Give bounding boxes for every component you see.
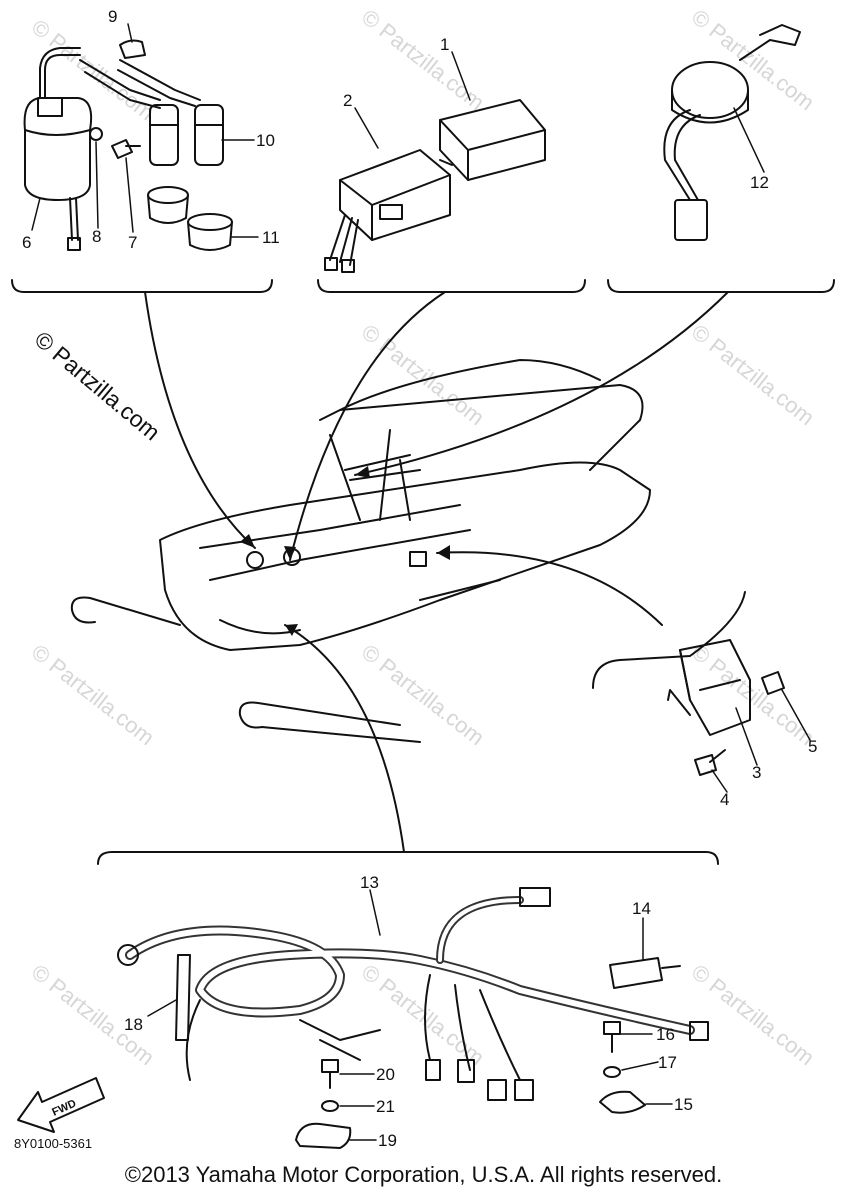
callout-1: 1 — [440, 35, 449, 54]
watermark-7: © Partzilla.com — [357, 639, 489, 750]
watermark-3: © Partzilla.com — [687, 4, 819, 115]
tie-part — [175, 954, 191, 1041]
bolt-20-part — [321, 1059, 339, 1089]
callout-2: 2 — [343, 91, 352, 110]
bracket-ignition-group — [11, 279, 273, 293]
callout-16: 16 — [656, 1025, 675, 1044]
nut-17-part — [603, 1066, 621, 1078]
callout-lines — [31, 23, 811, 1141]
callout-18: 18 — [124, 1015, 143, 1034]
callout-15: 15 — [674, 1095, 693, 1114]
copyright-notice: ©2013 Yamaha Motor Corporation, U.S.A. A… — [124, 1162, 723, 1187]
callout-7: 7 — [128, 233, 137, 252]
ignition-coil-part — [23, 47, 93, 251]
watermark-5: © Partzilla.com — [687, 319, 819, 430]
plug-cap-part — [79, 59, 224, 166]
callout-13: 13 — [360, 873, 379, 892]
bolt-part — [111, 139, 141, 159]
watermark-8: © Partzilla.com — [687, 639, 819, 750]
bracket-harness-group — [97, 851, 719, 865]
callout-4: 4 — [720, 790, 729, 809]
callout-9: 9 — [108, 7, 117, 26]
cdi-unit-part — [324, 99, 546, 273]
watermark-11: © Partzilla.com — [687, 959, 819, 1070]
regulator-part — [667, 639, 751, 736]
wire-harness-part — [117, 887, 709, 1101]
washer-part — [89, 127, 103, 141]
nut-21-part — [321, 1100, 339, 1112]
callout-6: 6 — [22, 233, 31, 252]
callout-12: 12 — [750, 173, 769, 192]
bracket-switch-group — [607, 279, 835, 293]
snowmobile-outline — [70, 359, 651, 743]
watermark-4: © Partzilla.com — [357, 319, 489, 430]
bolt-16-part — [603, 1021, 621, 1053]
callout-21: 21 — [376, 1097, 395, 1116]
leader-arrows — [144, 291, 729, 853]
callout-19: 19 — [378, 1131, 397, 1150]
sleeve-part — [609, 957, 681, 989]
callout-11: 11 — [262, 228, 280, 247]
callout-labels: 1 2 3 4 5 6 7 8 9 10 11 12 13 14 15 16 1… — [22, 7, 817, 1150]
clip-part — [119, 39, 146, 59]
side-watermark: © Partzilla.com — [30, 326, 165, 446]
callout-3: 3 — [752, 763, 761, 782]
forward-arrow-icon: FWD — [17, 1077, 105, 1133]
callout-5: 5 — [808, 737, 817, 756]
part-code: 8Y0100-5361 — [14, 1136, 92, 1151]
callout-20: 20 — [376, 1065, 395, 1084]
clamp-19-part — [295, 1122, 352, 1149]
callout-10: 10 — [256, 131, 275, 150]
main-switch-part — [663, 24, 801, 241]
watermarks: © Partzilla.com © Partzilla.com © Partzi… — [27, 4, 819, 1070]
callout-17: 17 — [658, 1053, 677, 1072]
nut-5-part — [761, 671, 785, 695]
bolt-4-part — [694, 749, 726, 776]
seal-cap-part — [147, 186, 233, 251]
callout-14: 14 — [632, 899, 651, 918]
clamp-15-part — [599, 1090, 646, 1114]
bracket-cdi-group — [317, 279, 586, 293]
bracket-regulator-group — [592, 591, 746, 689]
callout-8: 8 — [92, 227, 101, 246]
watermark-6: © Partzilla.com — [27, 639, 159, 750]
